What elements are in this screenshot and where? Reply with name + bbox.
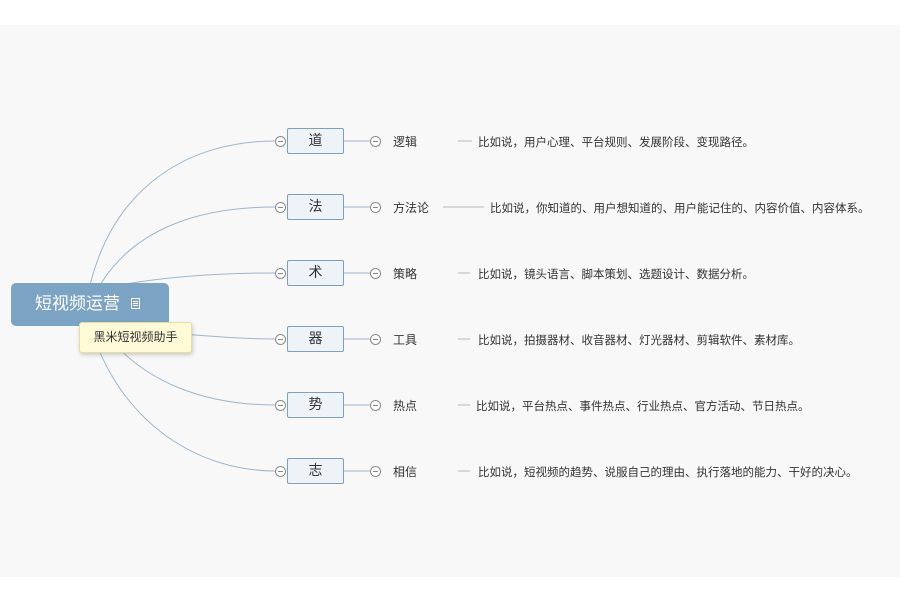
branch-topic-shi[interactable]: 势 — [287, 392, 344, 418]
subtopic-label[interactable]: 策略 — [393, 267, 418, 281]
branch-topic-fa[interactable]: 法 — [287, 194, 344, 220]
branch-topic-zhi[interactable]: 志 — [287, 458, 344, 484]
description-text[interactable]: 比如说，镜头语言、脚本策划、选题设计、数据分析。 — [478, 267, 754, 281]
root-topic[interactable]: 短视频运营 — [11, 283, 169, 326]
description-text[interactable]: 比如说，拍摄器材、收音器材、灯光器材、剪辑软件、素材库。 — [478, 333, 800, 347]
subtopic-label[interactable]: 逻辑 — [393, 135, 418, 149]
collapse-toggle-icon[interactable] — [370, 466, 381, 477]
subtopic-label[interactable]: 方法论 — [393, 201, 430, 215]
root-topic-label: 短视频运营 — [35, 294, 120, 314]
collapse-toggle-icon[interactable] — [370, 202, 381, 213]
collapse-toggle-icon[interactable] — [275, 268, 286, 279]
branch-topic-dao[interactable]: 道 — [287, 128, 344, 154]
subtopic-label[interactable]: 工具 — [393, 333, 418, 347]
description-text[interactable]: 比如说，平台热点、事件热点、行业热点、官方活动、节日热点。 — [476, 399, 810, 413]
collapse-toggle-icon[interactable] — [370, 400, 381, 411]
note-tooltip: 黑米短视频助手 — [79, 322, 192, 353]
collapse-toggle-icon[interactable] — [275, 466, 286, 477]
collapse-toggle-icon[interactable] — [370, 268, 381, 279]
description-text[interactable]: 比如说，你知道的、用户想知道的、用户能记住的、内容价值、内容体系。 — [490, 201, 870, 215]
collapse-toggle-icon[interactable] — [370, 334, 381, 345]
collapse-toggle-icon[interactable] — [275, 400, 286, 411]
subtopic-label[interactable]: 热点 — [393, 399, 418, 413]
subtopic-label[interactable]: 相信 — [393, 465, 418, 479]
collapse-toggle-icon[interactable] — [275, 334, 286, 345]
collapse-toggle-icon[interactable] — [275, 202, 286, 213]
collapse-toggle-icon[interactable] — [370, 136, 381, 147]
description-text[interactable]: 比如说，用户心理、平台规则、发展阶段、变现路径。 — [478, 135, 754, 149]
collapse-toggle-icon[interactable] — [275, 136, 286, 147]
branch-topic-shu[interactable]: 术 — [287, 260, 344, 286]
branch-topic-qi[interactable]: 器 — [287, 326, 344, 352]
note-icon[interactable] — [131, 298, 140, 309]
description-text[interactable]: 比如说，短视频的趋势、说服自己的理由、执行落地的能力、干好的决心。 — [478, 465, 858, 479]
